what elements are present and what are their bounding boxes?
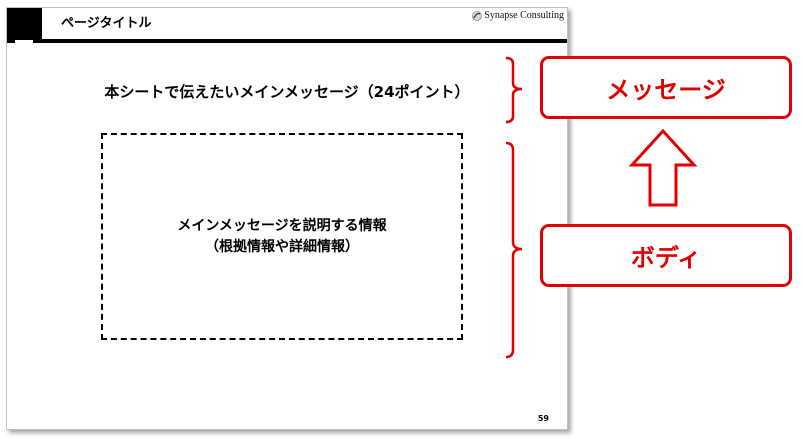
- title-bar-block: [7, 8, 42, 43]
- body-label-box: ボディ: [540, 224, 792, 287]
- synapse-logo-icon: [472, 10, 483, 21]
- main-message: 本シートで伝えたいメインメッセージ（24ポイント）: [104, 83, 470, 101]
- title-bar-dash: [15, 40, 33, 43]
- title-underline: [42, 39, 567, 43]
- body-brace: [505, 141, 523, 359]
- slide: ページタイトル Synapse Consulting 本シートで伝えたいメインメ…: [6, 7, 568, 430]
- page-number: 59: [537, 414, 549, 423]
- company-logo: Synapse Consulting: [472, 10, 564, 21]
- up-arrow-icon: [628, 128, 698, 207]
- body-content-box: メインメッセージを説明する情報 （根拠情報や詳細情報）: [101, 133, 463, 340]
- page-title: ページタイトル: [61, 16, 152, 31]
- message-label-box: メッセージ: [540, 56, 792, 119]
- logo-text: Synapse Consulting: [484, 10, 564, 21]
- body-line-2: （根拠情報や詳細情報）: [205, 238, 359, 255]
- message-label: メッセージ: [606, 76, 726, 104]
- body-label: ボディ: [630, 244, 702, 272]
- body-line-1: メインメッセージを説明する情報: [177, 218, 387, 235]
- message-brace: [505, 56, 523, 124]
